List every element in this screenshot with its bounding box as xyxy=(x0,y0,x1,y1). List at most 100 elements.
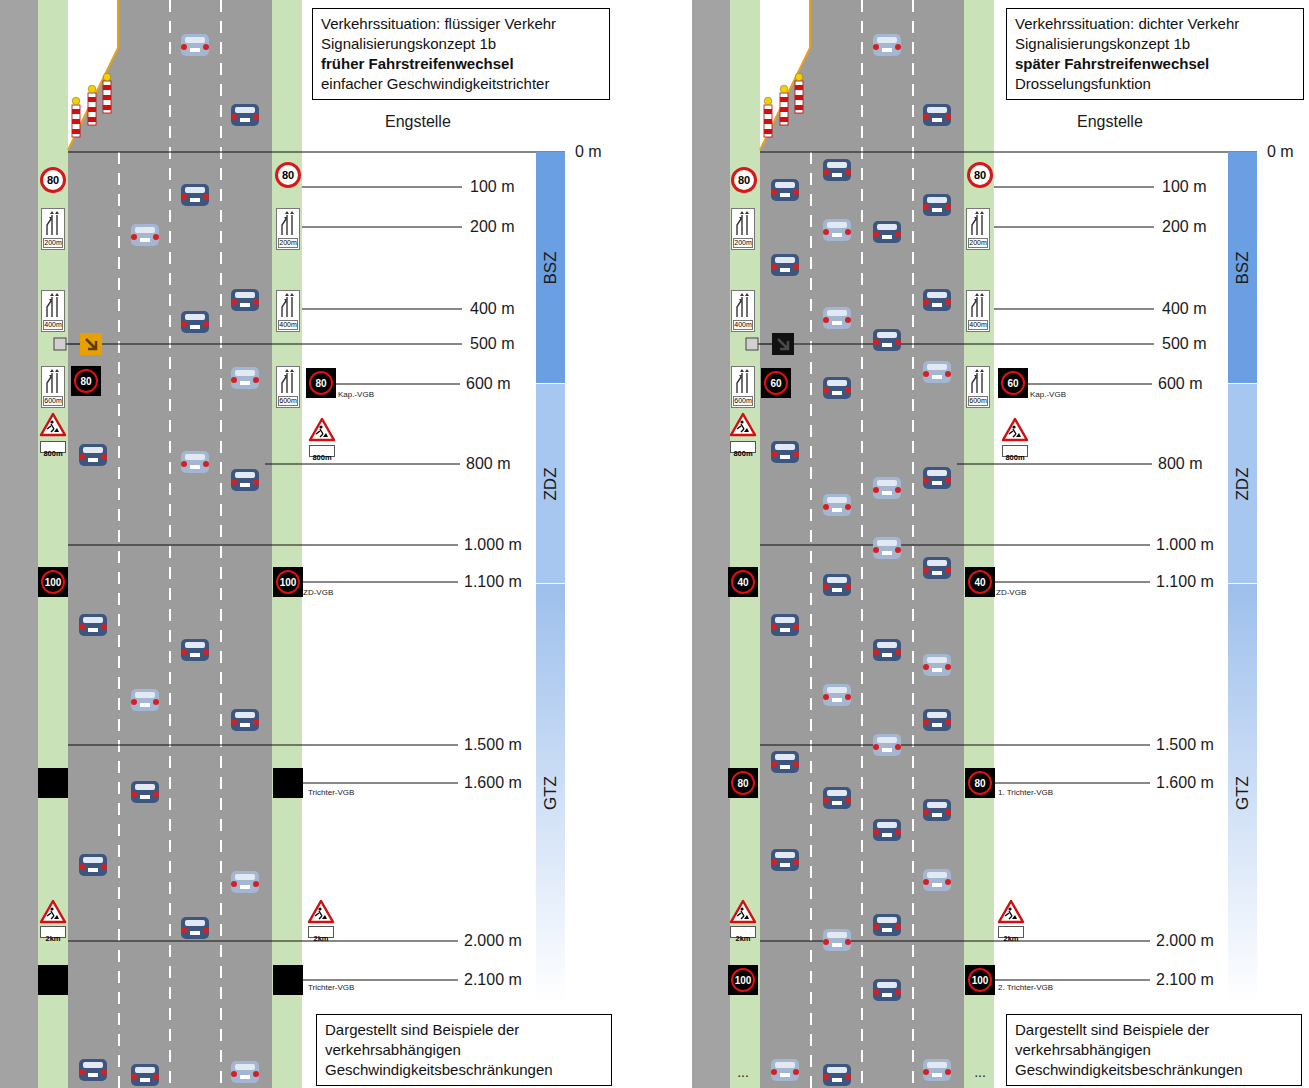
car-window xyxy=(235,107,255,113)
worker-head xyxy=(318,907,321,910)
sign-text: 60 xyxy=(770,378,781,389)
car-body xyxy=(231,367,259,389)
barrier-post xyxy=(103,73,111,113)
sign-triangle xyxy=(310,419,334,440)
car-body xyxy=(823,159,851,181)
tail-light xyxy=(845,584,851,590)
tail-light xyxy=(231,1071,237,1077)
tail-light xyxy=(895,339,901,345)
car-window xyxy=(927,802,947,808)
tail-light xyxy=(895,924,901,930)
car-plate xyxy=(190,198,200,202)
barrier-stripe xyxy=(780,107,788,112)
distance-plate: 800m xyxy=(309,445,335,457)
lane-arrow-icon xyxy=(277,210,297,236)
tail-light xyxy=(945,664,951,670)
sign-text: 400m xyxy=(733,320,753,330)
lane-arrow-head xyxy=(49,369,59,378)
lane-arrow-head xyxy=(974,369,984,378)
car-plate xyxy=(780,628,790,632)
car-window xyxy=(927,560,947,566)
lane-distance-plate: 400m xyxy=(276,290,300,332)
variable-speed-sign: 60 xyxy=(761,368,791,398)
distance-label: 500 m xyxy=(1162,334,1206,353)
car-body xyxy=(231,871,259,893)
sign-text: 80 xyxy=(282,169,294,181)
car-window xyxy=(235,712,255,718)
car-window xyxy=(927,657,947,663)
car-window xyxy=(775,852,795,858)
distance-label: 400 m xyxy=(1162,299,1206,318)
road-panel xyxy=(0,0,565,1088)
barrier-stripe xyxy=(72,129,80,134)
car-plate xyxy=(832,801,842,805)
box-text: Verkehrssituation: dichter Verkehr xyxy=(1015,14,1295,34)
car-plate xyxy=(882,491,892,495)
car-body xyxy=(873,734,901,756)
blank-vgb-sign xyxy=(273,768,303,798)
car xyxy=(771,751,799,773)
tail-light xyxy=(945,567,951,573)
lane-arrow-head xyxy=(49,293,59,302)
sign-text: 2km xyxy=(313,934,328,944)
car-window xyxy=(185,314,205,320)
speed-limit-sign: 80 xyxy=(275,162,301,188)
sign-text: 80 xyxy=(80,376,91,387)
worker-body xyxy=(1005,911,1012,919)
worker-body xyxy=(737,424,744,432)
car xyxy=(181,451,209,473)
distance-label: 800 m xyxy=(1158,454,1202,473)
car-window xyxy=(83,857,103,863)
tail-light xyxy=(923,567,929,573)
distance-label: Engstelle xyxy=(1077,112,1143,131)
car-body xyxy=(923,467,951,489)
worker-head xyxy=(1008,907,1011,910)
lane-arrow-shaft xyxy=(282,373,292,393)
car-window xyxy=(83,1062,103,1068)
car-plate xyxy=(932,303,942,307)
tail-light xyxy=(895,547,901,553)
car-window xyxy=(83,617,103,623)
car xyxy=(823,219,851,241)
car xyxy=(923,869,951,891)
distance-line xyxy=(1028,384,1152,385)
sign-caption: Trichter-VGB xyxy=(308,788,354,798)
car-plate xyxy=(832,173,842,177)
car-plate xyxy=(240,885,250,889)
closure-edge xyxy=(68,0,118,150)
sign-triangle xyxy=(731,414,755,435)
car-body xyxy=(823,929,851,951)
tail-light xyxy=(923,1069,929,1075)
car-window xyxy=(775,182,795,188)
sign-triangle xyxy=(309,901,333,922)
lane-arrow-shaft xyxy=(282,215,292,235)
sign-text: 200m xyxy=(278,238,298,248)
tail-light xyxy=(131,791,137,797)
barrier-stripe xyxy=(72,119,80,124)
car-plate xyxy=(882,928,892,932)
tail-light xyxy=(945,299,951,305)
car xyxy=(771,254,799,276)
car-body xyxy=(873,914,901,936)
tail-light xyxy=(823,797,829,803)
barrier-stripe xyxy=(795,105,803,110)
sign-text: 800m xyxy=(312,453,331,463)
lane-distance-plate: 600m xyxy=(41,366,65,408)
car xyxy=(131,224,159,246)
tail-light xyxy=(873,989,879,995)
tail-light xyxy=(153,791,159,797)
tail-light xyxy=(253,881,259,887)
car xyxy=(79,854,107,876)
car xyxy=(823,929,851,951)
barrier-stripe xyxy=(103,85,111,90)
tail-light xyxy=(845,387,851,393)
car-plate xyxy=(780,268,790,272)
car-window xyxy=(135,227,155,233)
barrier-stripe xyxy=(88,117,96,122)
car-plate xyxy=(240,1075,250,1079)
speed-limit-sign: 80 xyxy=(731,167,757,193)
sign-text: 80 xyxy=(47,174,59,186)
zone-name: BSZ xyxy=(541,251,561,284)
car-plate xyxy=(882,343,892,347)
